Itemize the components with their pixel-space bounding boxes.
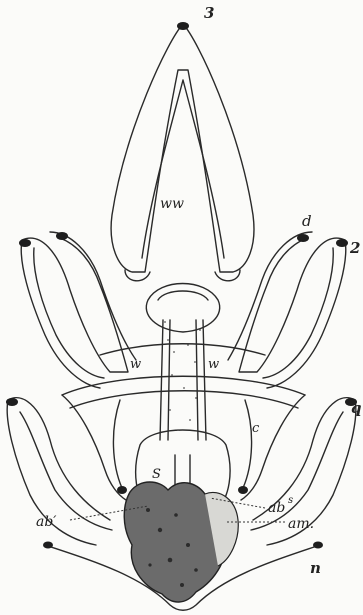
label-ab-s-superscript: s (288, 495, 293, 506)
label-right-lower: q (351, 399, 362, 417)
label-d: d (302, 212, 312, 230)
label-ab-prime: ab′ (36, 514, 57, 530)
top-appendage-inner (142, 80, 224, 258)
top-appendage (111, 24, 254, 272)
central-stalk (160, 320, 206, 440)
lower-left-limb (7, 398, 112, 545)
label-s: S (152, 467, 161, 482)
upper-left-limb (22, 232, 136, 372)
appendage-tips (6, 22, 357, 549)
label-c: c (252, 421, 260, 436)
label-am: am. (288, 516, 314, 532)
label-top: 3 (204, 4, 214, 22)
label-ab-s: ab (268, 500, 285, 516)
label-n: n (310, 559, 321, 577)
label-ww: ww (160, 196, 184, 212)
label-right-upper: 2 (349, 239, 360, 257)
upper-right-limb (228, 232, 345, 372)
label-w-left: w (130, 357, 141, 372)
label-w-right: w (208, 357, 219, 372)
